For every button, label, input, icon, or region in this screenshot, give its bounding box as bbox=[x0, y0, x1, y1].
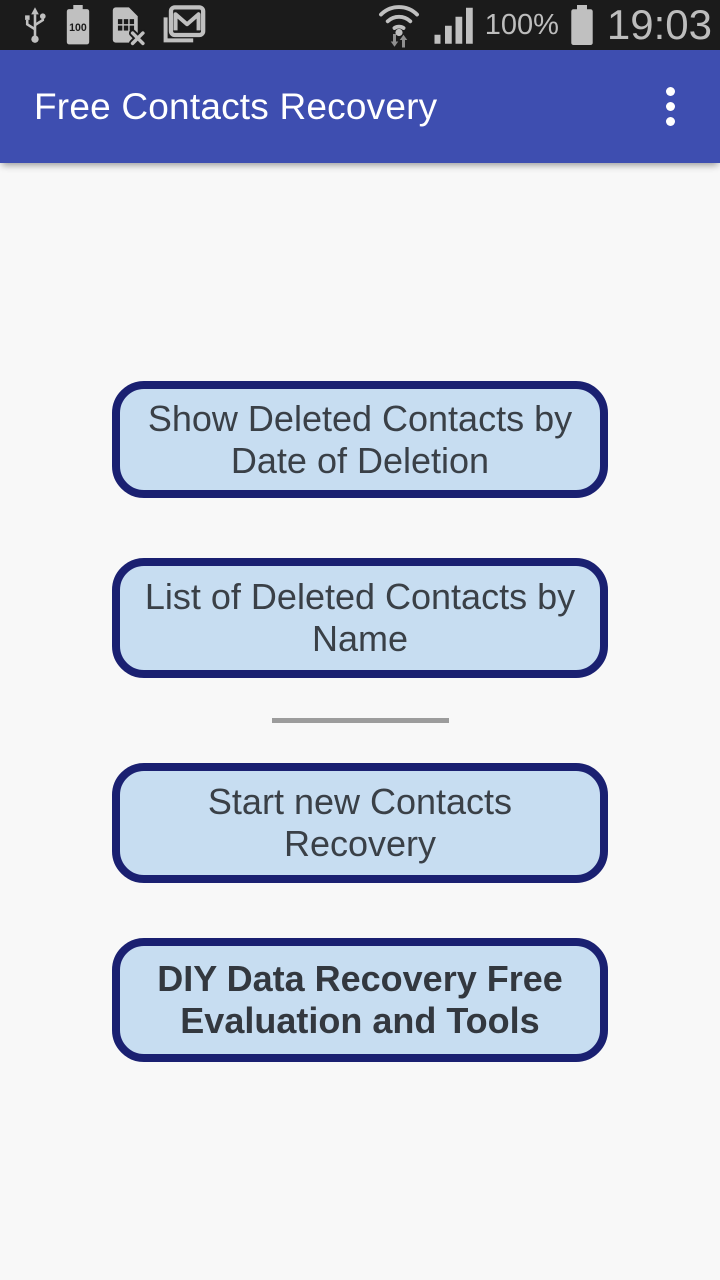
no-sim-icon bbox=[112, 7, 147, 46]
overflow-menu-icon bbox=[665, 102, 675, 111]
main-content: Show Deleted Contacts by Date of Deletio… bbox=[0, 163, 720, 1280]
status-left-icons: 100 bbox=[18, 4, 207, 46]
app-bar: Free Contacts Recovery bbox=[0, 50, 720, 163]
overflow-menu-icon bbox=[665, 117, 675, 126]
battery-full-icon bbox=[571, 5, 593, 45]
button-label: DIY Data Recovery Free Evaluation and To… bbox=[157, 958, 563, 1041]
show-deleted-contacts-by-date-button[interactable]: Show Deleted Contacts by Date of Deletio… bbox=[112, 381, 608, 498]
signal-strength-icon bbox=[434, 7, 473, 44]
diy-data-recovery-tools-button[interactable]: DIY Data Recovery Free Evaluation and To… bbox=[112, 938, 608, 1062]
overflow-menu-icon bbox=[665, 87, 675, 96]
button-label: Show Deleted Contacts by Date of Deletio… bbox=[147, 397, 573, 481]
page-title: Free Contacts Recovery bbox=[34, 85, 438, 127]
list-deleted-contacts-by-name-button[interactable]: List of Deleted Contacts by Name bbox=[112, 558, 608, 678]
wifi-traffic-icon bbox=[378, 5, 419, 48]
overflow-menu-button[interactable] bbox=[642, 50, 698, 163]
battery-level-label: 100 bbox=[69, 22, 87, 34]
status-right-cluster: 100% 19:03 bbox=[375, 1, 712, 49]
button-label: Start new Contacts Recovery bbox=[207, 781, 513, 864]
battery-percent-label: 100% bbox=[484, 8, 559, 41]
section-divider bbox=[272, 718, 449, 723]
usb-icon bbox=[25, 7, 46, 43]
status-clock: 19:03 bbox=[606, 1, 712, 48]
button-label: List of Deleted Contacts by Name bbox=[144, 576, 576, 659]
status-bar: 100 bbox=[0, 0, 720, 50]
gmail-icon bbox=[163, 5, 206, 43]
start-new-contacts-recovery-button[interactable]: Start new Contacts Recovery bbox=[112, 763, 608, 883]
battery-level-icon: 100 bbox=[66, 5, 90, 45]
